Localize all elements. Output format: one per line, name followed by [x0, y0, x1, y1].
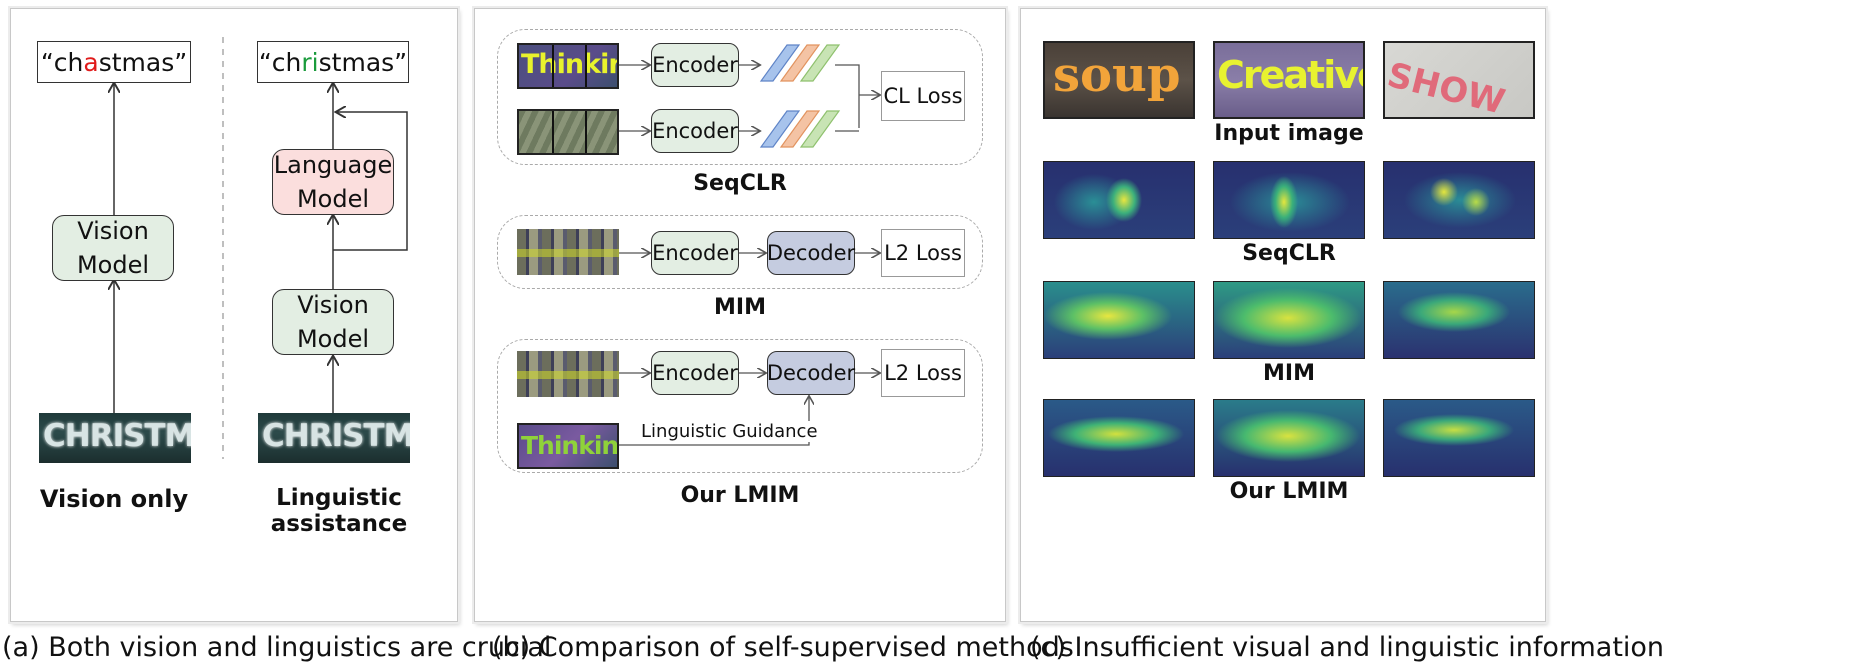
panel-c-subcaption: (c) Insufficient visual and linguistic i…	[1030, 632, 1665, 663]
seqclr-encoder-2: Encoder	[651, 109, 739, 153]
output-text-prefix: “ch	[40, 47, 84, 77]
output-text-correct: ri	[301, 47, 319, 77]
vision-model-box-right: Vision Model	[272, 289, 394, 355]
vision-model-label-2: Model	[76, 251, 150, 279]
seqclr-encoder-1: Encoder	[651, 43, 739, 87]
lmim-caption: Our LMIM	[680, 483, 800, 508]
encoder-label: Encoder	[652, 53, 738, 77]
lmim-encoder: Encoder	[651, 351, 739, 395]
thinking-image-text: Thinking	[521, 431, 619, 460]
feature-vectors-bottom	[759, 110, 841, 148]
heatmap-seqclr-3	[1383, 161, 1535, 239]
panel-a-arrows	[11, 37, 408, 459]
mim-l2-loss-box: L2 Loss	[881, 229, 965, 277]
input-image-soup: soup	[1043, 41, 1195, 119]
input-image-caption: Input image	[1214, 121, 1364, 146]
linguistic-guidance-label: Linguistic Guidance	[639, 421, 820, 442]
linguistic-assistance-caption: Linguistic assistance	[270, 485, 408, 537]
vision-model-label-2: Model	[296, 325, 370, 353]
mim-row-caption: MIM	[1263, 361, 1315, 386]
christmas-image-left: CHRISTMAS	[39, 413, 191, 463]
seqclr-row-caption: SeqCLR	[1242, 241, 1336, 266]
output-text-suffix: stmas”	[98, 47, 188, 77]
heatmap-mim-2	[1213, 281, 1365, 359]
feature-vectors-top	[759, 44, 841, 82]
output-text-prefix: “ch	[258, 47, 302, 77]
panel-b-subcaption: (b) Comparison of self-supervised method…	[492, 632, 1074, 663]
cl-loss-label: CL Loss	[883, 84, 963, 108]
language-model-label-2: Model	[296, 185, 370, 213]
heatmap-mim-3	[1383, 281, 1535, 359]
language-model-label-1: Language	[273, 151, 393, 179]
seqclr-image-2	[517, 109, 619, 155]
lmim-l2-loss-box: L2 Loss	[881, 349, 965, 397]
decoder-label: Decoder	[766, 241, 856, 265]
input-image-show: SHOW	[1383, 41, 1535, 119]
panel-b: Thinking Encoder Encoder CL Loss SeqCLR …	[474, 8, 1006, 622]
encoder-label: Encoder	[652, 119, 738, 143]
seqclr-group	[497, 29, 983, 165]
panel-b-arrows	[619, 44, 1005, 446]
mim-group	[497, 215, 983, 289]
mim-masked-image	[517, 229, 619, 275]
lmim-group	[497, 339, 983, 473]
creative-word: Creative	[1217, 53, 1365, 97]
heatmap-lmim-3	[1383, 399, 1535, 477]
heatmap-seqclr-2	[1213, 161, 1365, 239]
lmim-row-caption: Our LMIM	[1229, 479, 1349, 504]
heatmap-seqclr-1	[1043, 161, 1195, 239]
vision-model-label-1: Vision	[297, 291, 369, 319]
panel-a-subcaption: (a) Both vision and linguistics are cruc…	[2, 632, 552, 663]
encoder-label: Encoder	[652, 361, 738, 385]
encoder-label: Encoder	[652, 241, 738, 265]
panel-c: soup Creative SHOW Input image SeqCLR MI…	[1020, 8, 1546, 622]
vision-only-caption: Vision only	[39, 485, 189, 513]
christmas-image-text: CHRISTMAS	[43, 418, 191, 454]
vision-model-label-1: Vision	[77, 217, 149, 245]
mim-caption: MIM	[714, 295, 766, 320]
mim-decoder: Decoder	[767, 231, 855, 275]
decoder-label: Decoder	[766, 361, 856, 385]
heatmap-lmim-1	[1043, 399, 1195, 477]
seqclr-image-1: Thinking	[517, 43, 619, 89]
lmim-decoder: Decoder	[767, 351, 855, 395]
christmas-image-right: CHRISTMAS	[258, 413, 410, 463]
lmim-masked-image	[517, 351, 619, 397]
l2-loss-label: L2 Loss	[884, 241, 962, 265]
christmas-image-text: CHRISTMAS	[262, 418, 410, 454]
soup-word: soup	[1053, 47, 1181, 103]
output-text-error: a	[83, 47, 99, 77]
thinking-image-text: Thinking	[521, 49, 617, 80]
input-image-creative: Creative	[1213, 41, 1365, 119]
l2-loss-label: L2 Loss	[884, 361, 962, 385]
language-model-box: Language Model	[272, 149, 394, 215]
output-text-suffix: stmas”	[318, 47, 408, 77]
mim-encoder: Encoder	[651, 231, 739, 275]
vision-model-box: Vision Model	[52, 215, 174, 281]
show-word: SHOW	[1383, 55, 1509, 119]
cl-loss-box: CL Loss	[881, 71, 965, 121]
lmim-guidance-image: Thinking	[517, 423, 619, 469]
seqclr-caption: SeqCLR	[693, 171, 787, 196]
heatmap-mim-1	[1043, 281, 1195, 359]
heatmap-lmim-2	[1213, 399, 1365, 477]
